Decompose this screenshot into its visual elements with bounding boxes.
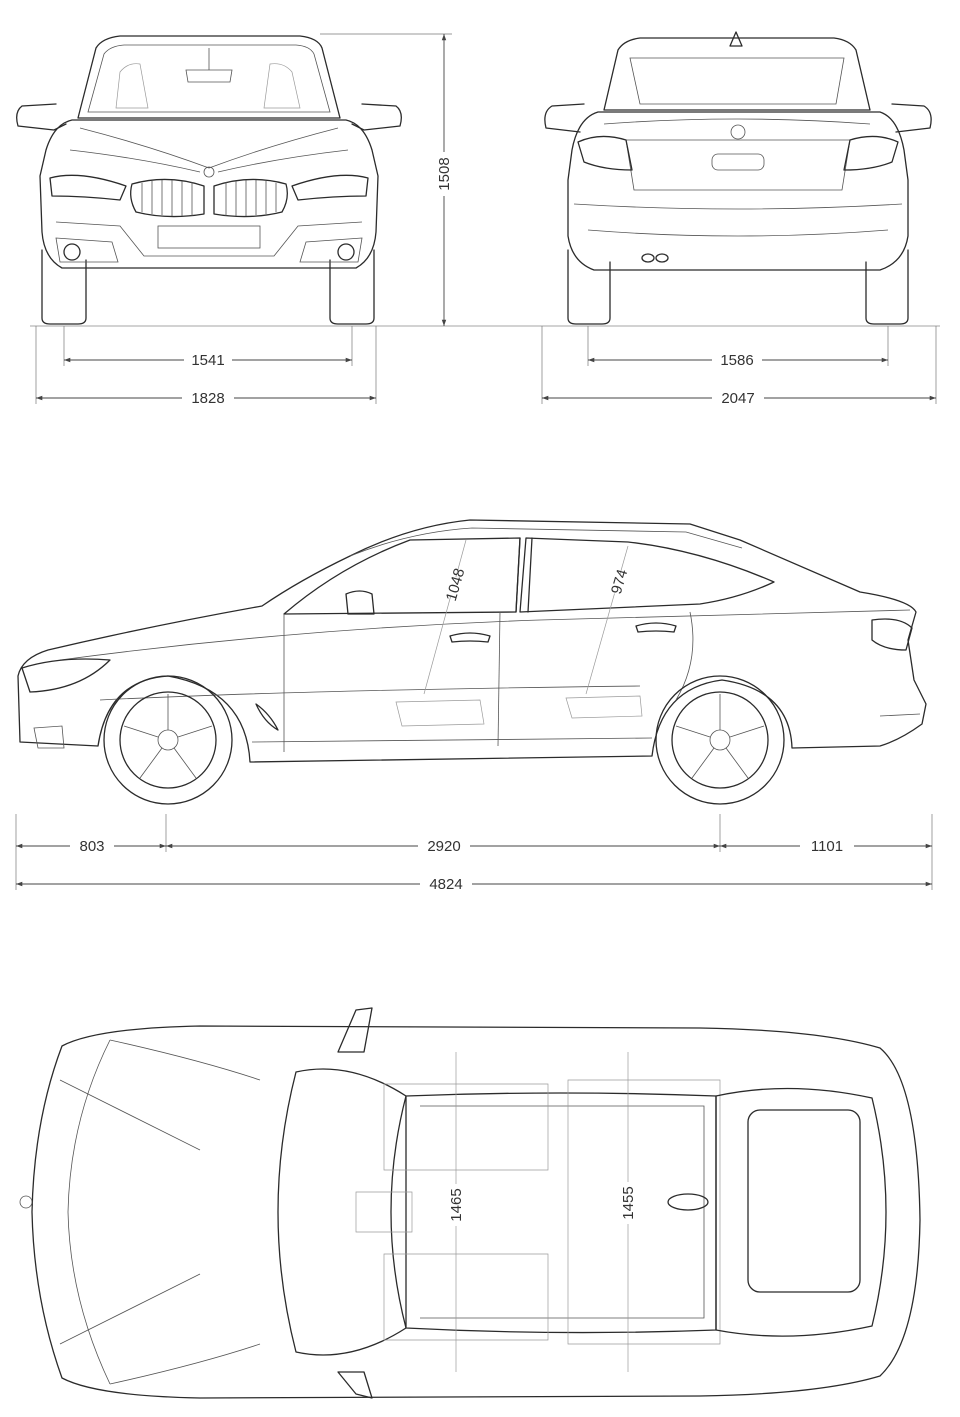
wheelbase-label: 2920	[427, 838, 460, 855]
rear-width-dimension: 2047	[541, 326, 937, 408]
length-label: 4824	[429, 876, 462, 893]
rear-track-dimension: 1586	[587, 326, 889, 370]
front-shoulder-label: 1465	[448, 1188, 465, 1221]
rear-width-label: 2047	[721, 390, 754, 407]
rear-shoulder-label: 1455	[620, 1186, 637, 1219]
rear-overhang-label: 1101	[811, 838, 843, 855]
rear-shoulder-dimension: 1455	[618, 1182, 638, 1224]
front-view-car	[16, 35, 940, 327]
rear-headroom-label: 974	[608, 567, 631, 596]
front-width-dimension: 1828	[35, 326, 377, 408]
rear-headroom-dimension: 974	[594, 567, 634, 598]
front-shoulder-dimension: 1465	[446, 1184, 466, 1226]
front-track-dimension: 1541	[63, 326, 353, 370]
front-overhang-label: 803	[79, 838, 104, 855]
front-height-label: 1508	[436, 157, 453, 190]
rear-track-label: 1586	[720, 352, 753, 369]
side-dimension-lines	[15, 814, 933, 890]
front-headroom-dimension: 1048	[428, 566, 472, 603]
front-width-label: 1828	[191, 390, 224, 407]
rear-wheel	[655, 675, 785, 805]
side-view-car	[17, 519, 927, 763]
top-view-car	[19, 1007, 921, 1399]
front-wheel	[103, 675, 233, 805]
front-track-label: 1541	[191, 352, 224, 369]
rear-view-car	[544, 31, 932, 325]
front-overhang-dimension: 803	[16, 836, 166, 856]
rear-overhang-dimension: 1101	[720, 836, 932, 856]
front-height-dimension: 1508	[320, 33, 454, 326]
wheelbase-dimension: 2920	[166, 836, 720, 856]
length-dimension: 4824	[16, 874, 932, 894]
